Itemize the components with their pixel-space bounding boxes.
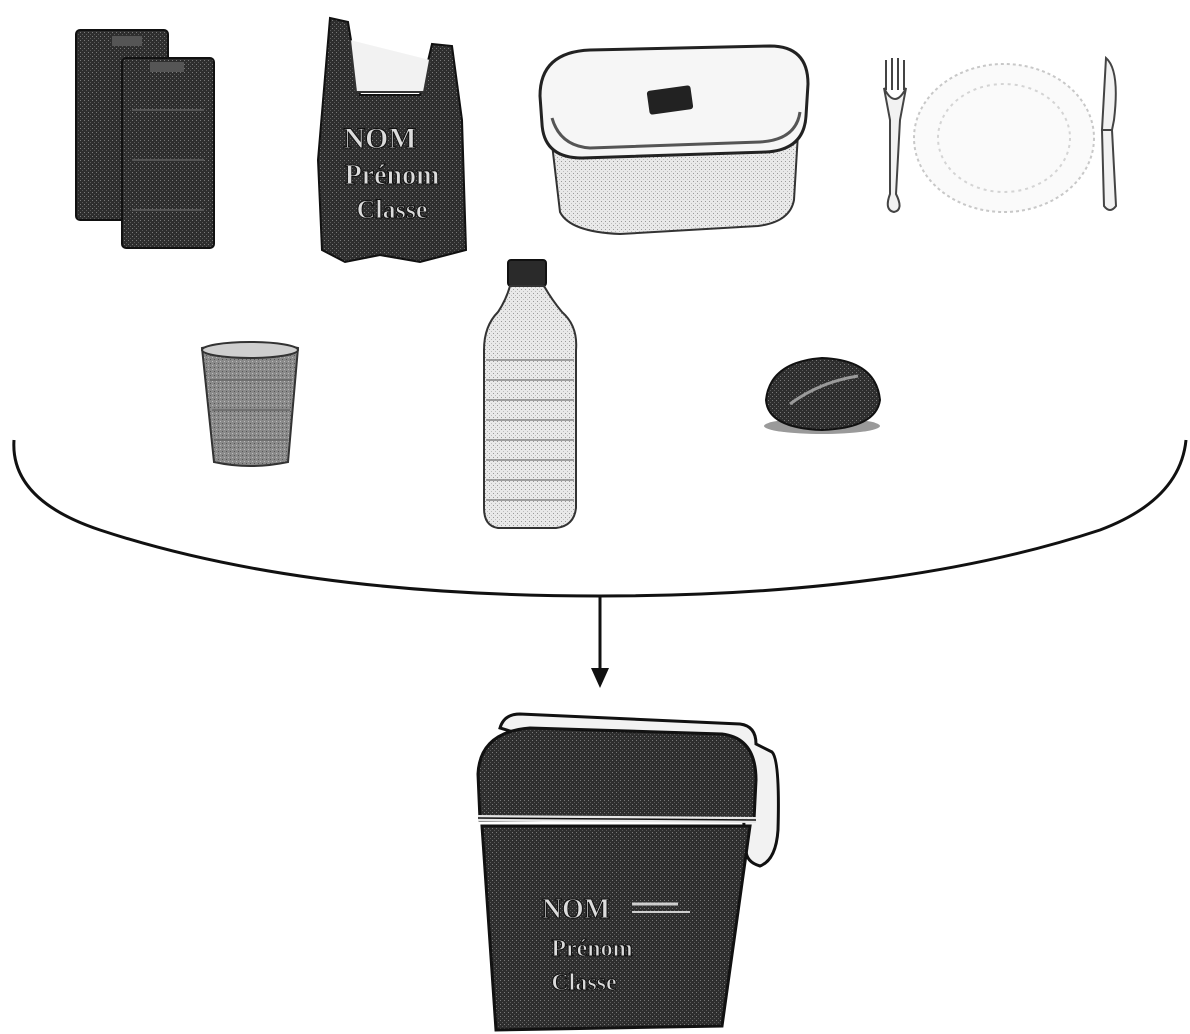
gathering-bracket-curve xyxy=(14,440,1186,596)
plate xyxy=(914,64,1094,212)
food-container-image xyxy=(540,46,808,234)
cooler-label-line2: Prénom xyxy=(551,936,632,962)
bag-label-line2: Prénom xyxy=(345,160,440,191)
bag-label-line3: Classe xyxy=(357,195,428,224)
plastic-cup-image xyxy=(202,342,298,466)
cooler-label-line1: NOM xyxy=(542,894,610,925)
cooler-label-line3: Classe xyxy=(551,970,617,996)
plastic-bag-image: NOM Prénom Classe xyxy=(318,18,466,262)
ice-packs-image xyxy=(76,30,214,248)
bread-roll-image xyxy=(764,358,880,434)
cooler-box-image: NOM Prénom Classe xyxy=(478,714,778,1030)
water-bottle-image xyxy=(484,260,576,528)
knife xyxy=(1102,58,1116,210)
bag-label-line1: NOM xyxy=(343,122,416,155)
down-arrow-icon xyxy=(591,596,609,688)
cutlery-and-plate-image xyxy=(884,58,1116,212)
fork xyxy=(884,58,906,212)
